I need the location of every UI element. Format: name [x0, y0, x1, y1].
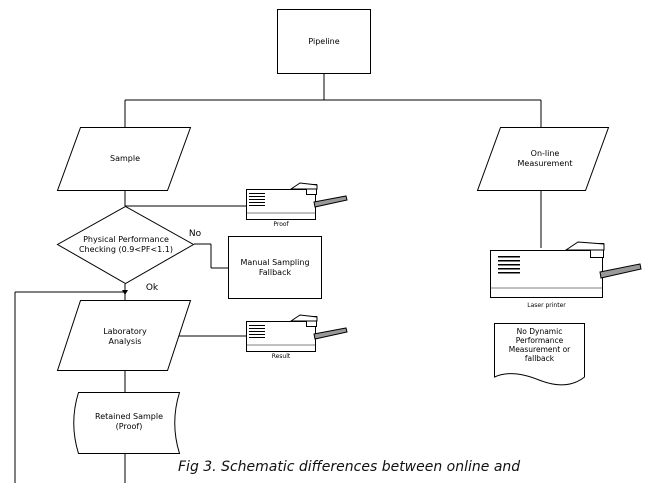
retained-shape — [73, 392, 181, 454]
pipeline-box — [277, 9, 371, 74]
printer-laser-label: Laser printer — [527, 302, 566, 309]
ok-arrowhead — [122, 290, 128, 295]
online-label: On-line Measurement — [490, 149, 600, 169]
lab-shape — [56, 300, 192, 371]
printer-result-label: Result — [271, 353, 291, 360]
online-label-line1: On-line — [530, 149, 560, 158]
document-shape — [494, 323, 585, 386]
figure-caption: Fig 3. Schematic differences between onl… — [178, 459, 521, 475]
document-label: No Dynamic Performance Measurement or fa… — [494, 327, 585, 363]
manual-fallback-label: Manual Sampling Fallback — [228, 258, 322, 278]
manual-fallback-line2: Fallback — [258, 268, 292, 277]
decision-shape — [56, 205, 195, 285]
manual-fallback-box — [228, 236, 322, 299]
decision-label: Physical Performance Checking (0.9<PF<1.… — [56, 235, 196, 255]
document-label-line4: fallback — [524, 354, 555, 363]
pipeline-label: Pipeline — [308, 37, 340, 46]
sample-label: Sample — [110, 154, 140, 163]
lab-label-line2: Analysis — [108, 337, 142, 346]
no-branch-label: No — [188, 229, 202, 239]
decision-label-line1: Physical Performance — [83, 235, 169, 244]
retained-label: Retained Sample (Proof) — [74, 412, 184, 432]
online-shape — [476, 127, 610, 191]
document-label-line2: Performance — [515, 336, 564, 345]
printer-icon — [246, 314, 348, 352]
lab-label: Laboratory Analysis — [70, 327, 180, 347]
document-label-line1: No Dynamic — [516, 327, 563, 336]
decision-label-line2: Checking (0.9<PF<1.1) — [78, 245, 174, 254]
document-label-line3: Measurement or — [508, 345, 571, 354]
printer-icon — [246, 182, 348, 220]
lab-label-line1: Laboratory — [103, 327, 147, 336]
sample-shape — [56, 127, 192, 191]
ok-branch-label: Ok — [145, 283, 159, 293]
printer-proof-label: Proof — [273, 221, 289, 228]
online-label-line2: Measurement — [517, 159, 573, 168]
manual-fallback-line1: Manual Sampling — [240, 258, 310, 267]
retained-label-line1: Retained Sample — [95, 412, 163, 421]
printer-icon — [490, 241, 642, 298]
retained-label-line2: (Proof) — [115, 422, 143, 431]
